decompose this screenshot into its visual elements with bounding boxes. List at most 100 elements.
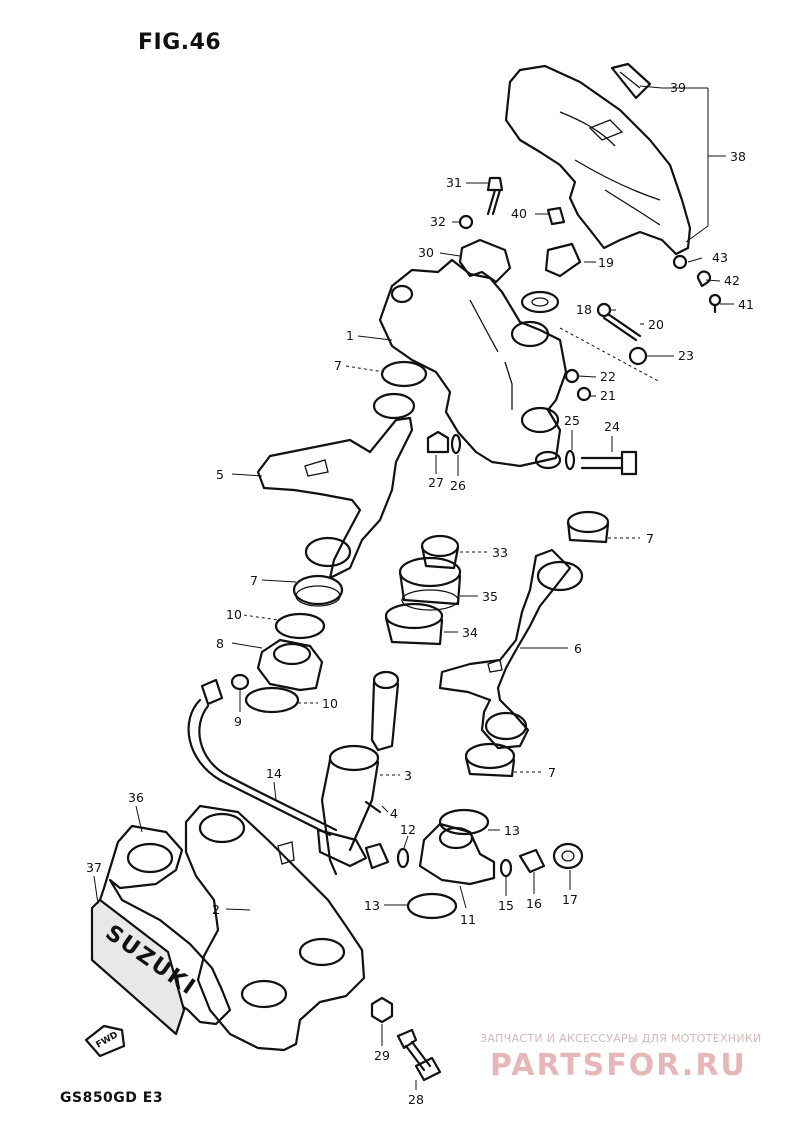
- callout-26: 26: [450, 478, 466, 493]
- callout-29: 29: [374, 1048, 390, 1063]
- callout-4: 4: [390, 806, 398, 821]
- ring-10-lower: [244, 686, 300, 714]
- cushion-34: [384, 602, 444, 646]
- cap-nut-27: [426, 430, 450, 454]
- fairing-cover-38: [504, 64, 692, 256]
- screw-41: [708, 293, 722, 314]
- callout-34: 34: [462, 625, 478, 640]
- callout-37: 37: [86, 860, 102, 875]
- washer-12: [396, 847, 410, 869]
- washer-32: [458, 214, 474, 230]
- nut-23: [628, 346, 648, 366]
- decal-37: SUZUKI: [90, 898, 201, 1036]
- callout-30: 30: [418, 245, 434, 260]
- callout-43: 43: [712, 250, 728, 265]
- callout-27: 27: [428, 475, 444, 490]
- callout-36: 36: [128, 790, 144, 805]
- ring-7-left-lower: [292, 536, 352, 607]
- callout-21: 21: [600, 388, 616, 403]
- bolt-4: [364, 800, 382, 814]
- nut-43: [672, 254, 688, 270]
- callout-18: 18: [576, 302, 592, 317]
- washer-25: [564, 449, 576, 471]
- clip-42: [696, 270, 712, 288]
- bolt-31: [486, 176, 504, 216]
- bracket-30: [458, 238, 512, 284]
- callout-8: 8: [216, 636, 224, 651]
- fitting-line: [559, 327, 661, 383]
- callout-11: 11: [460, 912, 476, 927]
- clip-40: [546, 206, 566, 226]
- callout-labels: 39 38 31 40 32 30 19 43 42 41 18 20 1 23…: [86, 80, 754, 1107]
- callout-23: 23: [678, 348, 694, 363]
- ring-7-right-lower: [464, 742, 516, 778]
- callout-22: 22: [600, 369, 616, 384]
- leader-lines: [93, 85, 734, 1090]
- nut-21: [576, 386, 592, 402]
- callout-6: 6: [574, 641, 582, 656]
- callout-32: 32: [430, 214, 446, 229]
- callout-13a: 13: [504, 823, 520, 838]
- callout-7b: 7: [646, 531, 654, 546]
- steering-stem-3: [320, 670, 400, 876]
- callout-40: 40: [511, 206, 527, 221]
- bolt-16: [518, 848, 546, 874]
- callout-7a: 7: [334, 358, 342, 373]
- callout-5: 5: [216, 467, 224, 482]
- ring-7-left-upper: [372, 360, 428, 420]
- nut-29: [370, 996, 394, 1024]
- callout-41: 41: [738, 297, 754, 312]
- callout-20: 20: [648, 317, 664, 332]
- ring-10-upper: [274, 612, 326, 640]
- callout-13b: 13: [364, 898, 380, 913]
- ring-13-lower: [406, 892, 458, 920]
- nut-22: [564, 368, 580, 384]
- model-code: GS850GD E3: [60, 1090, 164, 1106]
- lower-bracket-2: [184, 804, 366, 1052]
- ring-13-upper: [438, 808, 490, 836]
- cap-33: [420, 534, 460, 570]
- plate-39: [610, 62, 652, 100]
- callout-28: 28: [408, 1092, 424, 1107]
- handlebar-holder-1: [378, 258, 568, 470]
- hose-14: [187, 678, 390, 870]
- ring-7-right-upper: [566, 510, 610, 544]
- callout-3: 3: [404, 768, 412, 783]
- cushion-35: [398, 556, 462, 611]
- cap-17: [552, 842, 584, 870]
- figure-title: FIG.46: [138, 30, 222, 55]
- watermark-brand: PARTSFOR.RU: [490, 1048, 747, 1083]
- callout-2: 2: [212, 902, 220, 917]
- bolt-20: [596, 302, 642, 342]
- callout-10a: 10: [226, 607, 242, 622]
- callout-24: 24: [604, 419, 620, 434]
- three-way-joint-11: [418, 822, 496, 886]
- bracket-5: [256, 416, 414, 580]
- callout-12: 12: [400, 822, 416, 837]
- washer-15: [499, 858, 513, 878]
- bracket-6: [438, 548, 584, 750]
- callout-7c: 7: [250, 573, 258, 588]
- callout-15: 15: [498, 898, 514, 913]
- callout-33: 33: [492, 545, 508, 560]
- bolt-24: [580, 450, 638, 476]
- callout-31: 31: [446, 175, 462, 190]
- watermark-tagline: ЗАПЧАСТИ И АКСЕССУАРЫ ДЛЯ МОТОТЕХНИКИ: [480, 1032, 762, 1045]
- callout-39: 39: [670, 80, 686, 95]
- callout-1: 1: [346, 328, 354, 343]
- callout-25: 25: [564, 413, 580, 428]
- cap-bolt-19: [520, 242, 582, 314]
- callout-16: 16: [526, 896, 542, 911]
- callout-35: 35: [482, 589, 498, 604]
- callout-14: 14: [266, 766, 282, 781]
- callout-10b: 10: [322, 696, 338, 711]
- washer-26: [450, 433, 462, 455]
- callout-17: 17: [562, 892, 578, 907]
- oring-9: [230, 673, 250, 691]
- direction-arrow: FWD: [84, 1024, 126, 1058]
- socket-8: [256, 638, 324, 692]
- callout-38: 38: [730, 149, 746, 164]
- callout-7d: 7: [548, 765, 556, 780]
- bolt-28: [396, 1028, 442, 1082]
